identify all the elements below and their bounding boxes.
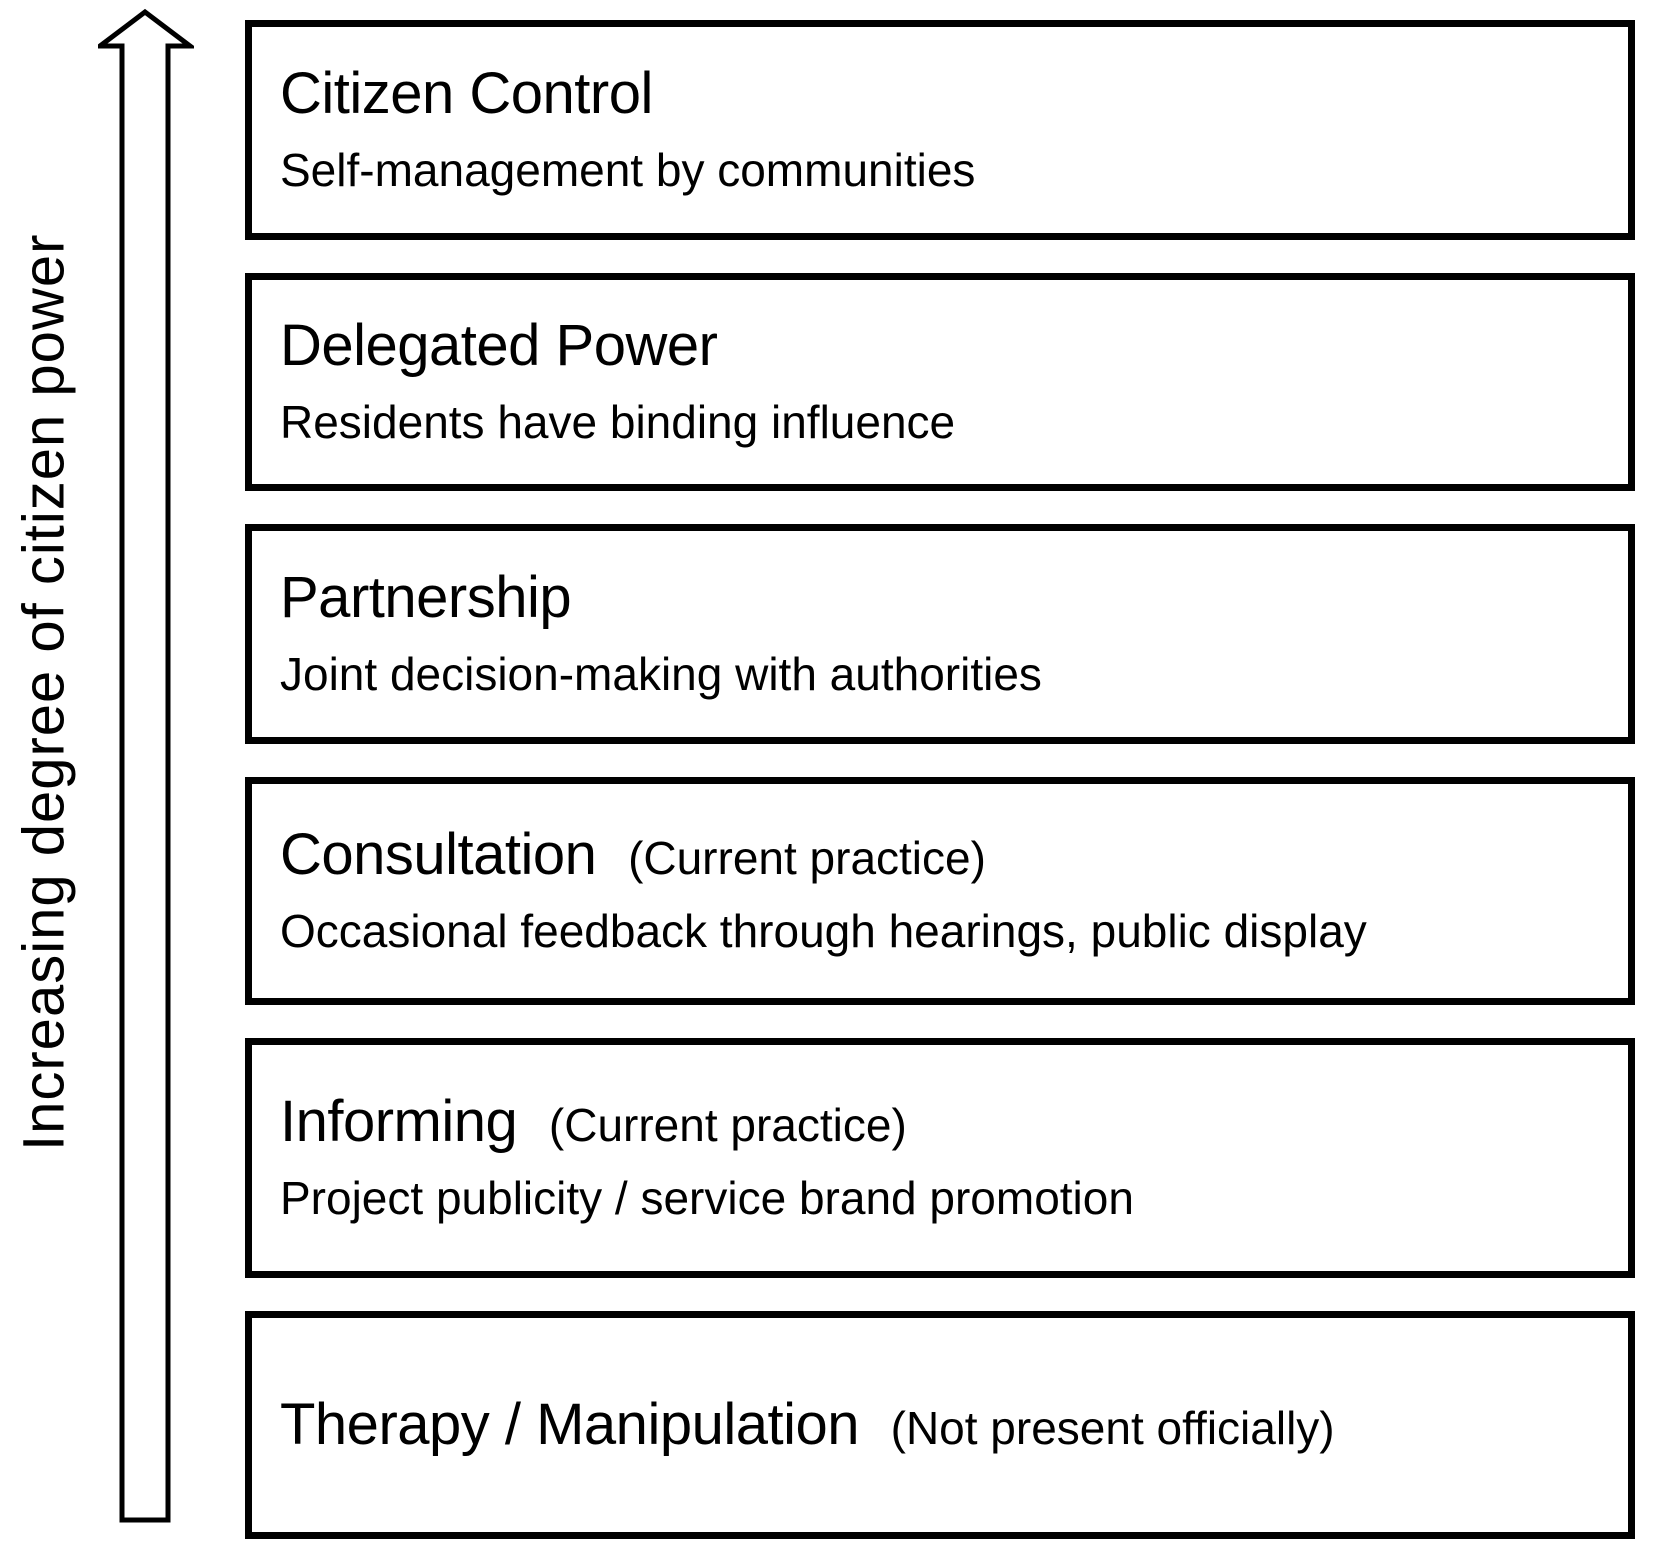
level-annotation: (Current practice) bbox=[628, 831, 986, 884]
level-title: Informing (Current practice) bbox=[280, 1087, 1612, 1158]
level-box-citizen-control: Citizen Control Self-management by commu… bbox=[245, 20, 1635, 240]
axis-label-increasing-citizen-power: Increasing degree of citizen power bbox=[11, 233, 77, 1152]
level-box-therapy-manipulation: Therapy / Manipulation (Not present offi… bbox=[245, 1311, 1635, 1539]
level-title: Consultation (Current practice) bbox=[280, 820, 1612, 891]
up-arrow-icon bbox=[98, 8, 194, 1523]
participation-ladder: Citizen Control Self-management by commu… bbox=[245, 20, 1635, 1539]
level-box-delegated-power: Delegated Power Residents have binding i… bbox=[245, 273, 1635, 491]
level-description: Project publicity / service brand promot… bbox=[280, 1172, 1134, 1225]
level-title-text: Therapy / Manipulation bbox=[280, 1391, 860, 1457]
level-title: Delegated Power bbox=[280, 311, 1612, 382]
level-annotation: (Current practice) bbox=[548, 1098, 907, 1151]
level-title: Therapy / Manipulation (Not present offi… bbox=[280, 1390, 1612, 1461]
level-description: Joint decision-making with authorities bbox=[280, 648, 1042, 701]
level-title-text: Consultation bbox=[280, 821, 597, 887]
level-title-text: Informing bbox=[280, 1088, 518, 1154]
level-title: Partnership bbox=[280, 563, 1612, 634]
level-title-text: Delegated Power bbox=[280, 312, 718, 378]
level-annotation: (Not present officially) bbox=[890, 1401, 1335, 1454]
level-description: Residents have binding influence bbox=[280, 396, 956, 449]
level-title-text: Partnership bbox=[280, 564, 572, 630]
level-title: Citizen Control bbox=[280, 59, 1612, 130]
level-description: Occasional feedback through hearings, pu… bbox=[280, 905, 1367, 958]
level-box-consultation: Consultation (Current practice) Occasion… bbox=[245, 777, 1635, 1005]
level-description: Self-management by communities bbox=[280, 144, 976, 197]
level-title-text: Citizen Control bbox=[280, 60, 653, 126]
level-box-informing: Informing (Current practice) Project pub… bbox=[245, 1038, 1635, 1278]
level-box-partnership: Partnership Joint decision-making with a… bbox=[245, 524, 1635, 744]
